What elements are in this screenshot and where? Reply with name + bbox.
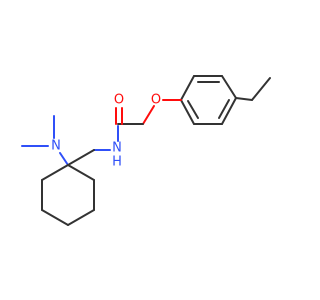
ether-oxygen-label: O (151, 93, 161, 108)
bond-ring-double-3 (218, 99, 230, 119)
bond-ethyl-ring (235, 97, 253, 101)
molecule-diagram: O O N H N (21, 75, 271, 226)
bond-ethyl-ch2-ch3 (251, 77, 271, 101)
bond-ring-1 (221, 75, 237, 99)
amide-nitrogen-label: N (112, 141, 122, 156)
carbonyl-oxygen-label: O (114, 93, 124, 108)
bond-ring-3 (180, 75, 195, 101)
bond-cyclohexane-4 (41, 209, 69, 226)
bond-quaternary-amine-n (59, 152, 69, 166)
amine-nitrogen-label: N (51, 139, 61, 154)
bond-cyclohexane-3 (67, 209, 95, 226)
bond-cyclohexane-6 (41, 164, 69, 181)
bond-ring-6 (221, 97, 237, 125)
bond-cyclohexane-1 (67, 164, 95, 181)
bond-ether-o-ch2 (142, 105, 155, 125)
bond-ch2-quaternary (67, 149, 95, 166)
bond-ring-double-2 (187, 100, 199, 119)
bond-ring-4 (180, 99, 195, 125)
amide-hydrogen-label: H (112, 155, 122, 170)
structure-svg: O O N H N (21, 75, 271, 226)
